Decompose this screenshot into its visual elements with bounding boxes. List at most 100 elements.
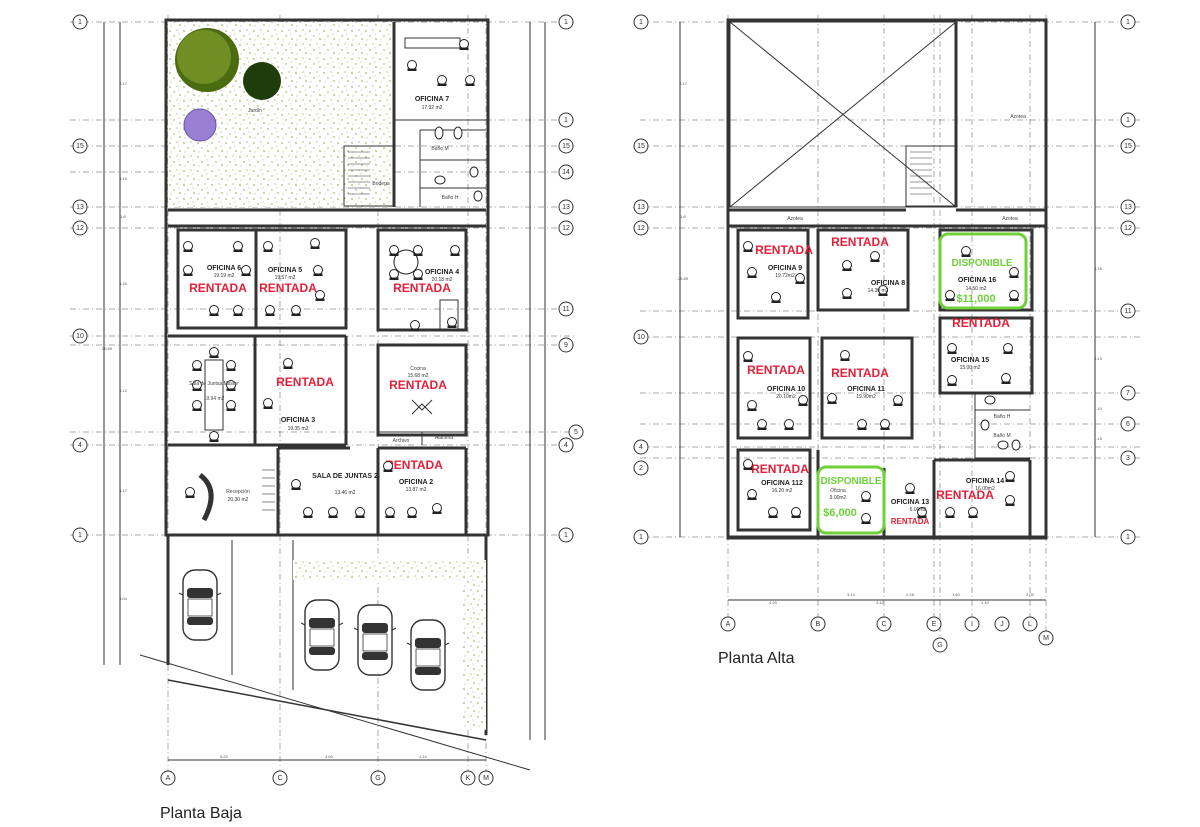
grid-label: C xyxy=(881,621,886,628)
grid-lines-alta xyxy=(640,15,1140,640)
dim-label: 4.15 xyxy=(119,281,128,286)
rented-label: RENTADA xyxy=(276,375,334,389)
grid-label: 1 xyxy=(564,19,568,26)
grid-label: 14 xyxy=(562,169,570,176)
dim-total: 29.89 xyxy=(102,346,113,351)
room-name: OFICINA 10 xyxy=(767,386,805,393)
grid-label: 4 xyxy=(564,442,568,449)
room-name: Baño M xyxy=(993,433,1010,439)
plan-title-alta: Planta Alta xyxy=(718,650,795,667)
room-area: 17.92 m2 xyxy=(422,105,443,111)
room-name: Azotea xyxy=(1002,216,1018,222)
grid-label: 1 xyxy=(1126,19,1130,26)
plan-title-baja: Planta Baja xyxy=(160,805,242,822)
room-name: OFICINA 13 xyxy=(891,499,929,506)
planta-baja: 6.20 4.60 4.10 8.17 3.16 1.6 4.15 5.12 4… xyxy=(70,14,585,822)
rented-label: RENTADA xyxy=(389,378,447,392)
room-name: Sala de Juntas Master xyxy=(189,381,239,387)
room-area: 13.46 m2 xyxy=(335,490,356,496)
grid-label: 5 xyxy=(574,429,578,436)
room-name: OFICINA 3 xyxy=(281,417,315,424)
dim-label: 1.6 xyxy=(120,214,126,219)
rented-label: RENTADA xyxy=(755,243,813,257)
grid-label: 1 xyxy=(1126,534,1130,541)
room-name: OFICINA 14 xyxy=(966,478,1004,485)
grid-bubbles-alta: 1 15 13 12 10 4 2 1 1 1 15 13 12 11 7 6 … xyxy=(633,14,1136,653)
room-area: 20.18 m2 xyxy=(432,277,453,283)
price-label: $11,000 xyxy=(956,293,995,305)
grid-label: 12 xyxy=(562,225,570,232)
grid-label: L xyxy=(1028,621,1032,628)
price-label: $6,000 xyxy=(823,507,857,519)
rented-label: RENTADA xyxy=(891,517,930,526)
grid-bubbles-baja: 1 15 13 12 10 4 1 1 1 15 14 13 12 11 9 5… xyxy=(72,14,584,786)
grid-label: A xyxy=(726,621,731,628)
grid-label: J xyxy=(1000,621,1004,628)
room-area: 20.30 m2 xyxy=(228,497,249,503)
room-area: 13.87 m2 xyxy=(406,487,427,493)
grid-label: G xyxy=(937,642,942,649)
dim-label: 5.12 xyxy=(119,388,128,393)
dim-label: 1.6 xyxy=(680,214,686,219)
grid-label: 11 xyxy=(562,306,569,313)
rented-label: RENTADA xyxy=(751,462,809,476)
dim-label: 4.60 xyxy=(325,754,334,759)
dim-label: 1.60 xyxy=(952,592,961,597)
grid-label: 10 xyxy=(637,334,645,341)
grid-label: C xyxy=(277,775,282,782)
available-label: DISPONIBLE xyxy=(951,258,1012,269)
available-label: DISPONIBLE xyxy=(820,476,881,487)
room-area: 9.00m2 xyxy=(830,495,847,501)
room-name: Azotea xyxy=(787,216,803,222)
room-name: OFICINA 15 xyxy=(951,357,989,364)
rented-label: RENTADA xyxy=(831,235,889,249)
car-icon xyxy=(300,599,344,671)
grid-label: 15 xyxy=(562,143,570,150)
grid-label: M xyxy=(1043,635,1049,642)
grid-label: 1 xyxy=(564,117,568,124)
room-name: Baño M xyxy=(431,146,448,152)
grid-label: 13 xyxy=(562,204,570,211)
room-area: 19.72m2 xyxy=(775,273,795,279)
room-area: 19.19 m2 xyxy=(214,273,235,279)
dim-label: 3.14 xyxy=(847,592,856,597)
grid-label: K xyxy=(466,775,471,782)
car-icon xyxy=(353,604,397,676)
grid-label: 9 xyxy=(564,342,568,349)
room-area: 14.50 m2 xyxy=(966,286,987,292)
dim-label: 2.28 xyxy=(906,592,915,597)
grid-label: 15 xyxy=(1124,143,1132,150)
grid-label: 7 xyxy=(1126,390,1130,397)
room-name: OFICINA 4 xyxy=(425,269,459,276)
grid-label: 3 xyxy=(1126,455,1130,462)
room-name: OFICINA 112 xyxy=(761,480,803,487)
planta-alta: 4.20 3.14 3.42 2.28 1.60 1.40 2.00 8.17 … xyxy=(633,14,1140,667)
grid-label: 13 xyxy=(637,204,645,211)
grid-label: M xyxy=(483,775,489,782)
room-area: 19.90m2 xyxy=(856,394,876,400)
available-highlight xyxy=(816,465,886,535)
dim-label: 1.15 xyxy=(1094,436,1103,441)
car-icon xyxy=(178,569,222,641)
room-name: OFICINA 7 xyxy=(415,96,449,103)
grid-label: 11 xyxy=(1124,308,1131,315)
room-area: 14.30 m2 xyxy=(868,288,889,294)
room-area: 20.10m2 xyxy=(776,394,796,400)
grid-label: 6 xyxy=(1126,421,1130,428)
rented-label: RENTADA xyxy=(936,488,994,502)
room-name: Jardín xyxy=(248,108,262,114)
dim-label: 8.17 xyxy=(679,81,688,86)
grid-label: 4 xyxy=(639,444,643,451)
dim-label: 4.17 xyxy=(119,488,128,493)
grid-label: 10 xyxy=(76,333,84,340)
room-area: 16.20 m2 xyxy=(772,488,793,494)
room-area: 19.57 m2 xyxy=(275,275,296,281)
dim-total: 29.89 xyxy=(678,276,689,281)
room-name: OFICINA 16 xyxy=(958,277,996,284)
room-name: Azotea xyxy=(1010,114,1026,120)
dim-label: 4.10 xyxy=(419,754,428,759)
grid-label: I xyxy=(971,621,973,628)
dim-label: 4.20 xyxy=(769,600,778,605)
room-area: 19.35 m2 xyxy=(288,426,309,432)
